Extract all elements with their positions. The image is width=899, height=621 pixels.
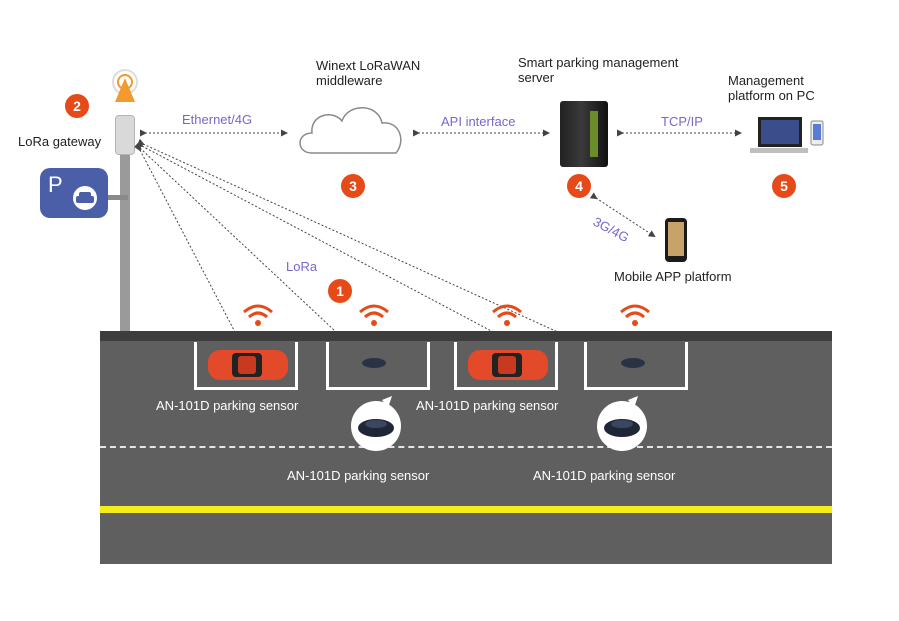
sensor-label: AN-101D parking sensor [416,398,559,413]
sensor-label: AN-101D parking sensor [156,398,299,413]
cloud-icon [299,107,402,154]
center-line [100,506,832,513]
sensor-callout-icon [597,396,647,451]
badge-2: 2 [65,94,89,118]
parking-stall [194,342,298,390]
server-icon [560,101,608,167]
sensor-label: AN-101D parking sensor [287,468,430,483]
parking-stall [326,342,430,390]
parked-car-icon [208,350,288,380]
car-icon [73,186,97,210]
parking-stall [454,342,558,390]
gateway-label: LoRa gateway [18,134,102,149]
parking-sign: P [40,168,108,218]
badge-1: 1 [328,279,352,303]
tcp-link-label: TCP/IP [661,114,703,129]
mobile-label: Mobile APP platform [614,269,732,284]
sensor-small-icon [362,358,386,368]
ethernet-link-label: Ethernet/4G [182,112,253,127]
lora-link-label: LoRa [286,259,318,274]
wifi-icon [359,304,389,326]
badge-3: 3 [341,174,365,198]
wifi-icon [620,304,650,326]
server-label: Smart parking management server [518,55,679,85]
curb [100,331,832,341]
sensor-small-icon [621,358,645,368]
lane-divider [100,446,832,448]
sensor-label: AN-101D parking sensor [533,468,676,483]
parking-sign-letter: P [48,172,63,197]
wifi-icon [243,304,273,326]
parking-stall [584,342,688,390]
badge-5: 5 [772,174,796,198]
antenna-icon [112,69,138,102]
gateway-device [115,115,135,155]
api-link-label: API interface [441,114,516,129]
pc-label: Management platform on PC [728,73,815,103]
sensor-callout-icon [351,396,401,451]
phone-icon [810,120,824,146]
mobile-icon [665,218,687,262]
laptop-icon [750,117,808,153]
parked-car-icon [468,350,548,380]
wifi-icon [492,304,522,326]
gateway-pole [120,150,130,335]
middleware-label: Winext LoRaWAN middleware [316,58,421,88]
pole-crossbar [100,195,128,200]
badge-4: 4 [567,174,591,198]
